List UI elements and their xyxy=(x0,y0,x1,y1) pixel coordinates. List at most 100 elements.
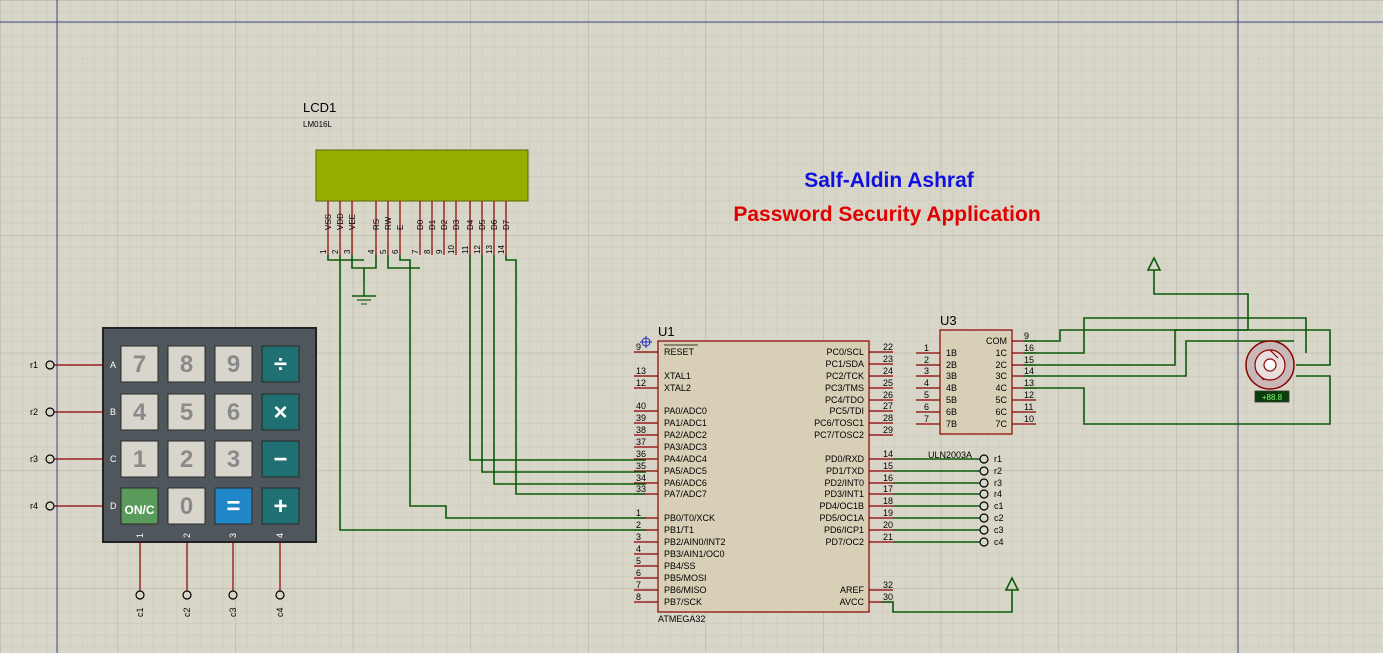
keypad-key[interactable]: × xyxy=(261,393,300,431)
lcd-pin-number: 9 xyxy=(435,249,444,254)
keypad-key[interactable]: − xyxy=(261,440,300,478)
driver-pin-number: 13 xyxy=(1024,378,1034,388)
mcu-pin-number: 17 xyxy=(883,484,893,494)
keypad-key[interactable]: + xyxy=(261,487,300,525)
lcd-pin-number: 7 xyxy=(411,249,420,254)
mcu-pin-name: PB0/T0/XCK xyxy=(664,513,715,523)
key-face xyxy=(214,440,253,478)
mcu-pin-name: PA5/ADC5 xyxy=(664,466,707,476)
driver-pin-number: 16 xyxy=(1024,343,1034,353)
lcd-pin-name: RS xyxy=(372,219,381,230)
terminal-label: r3 xyxy=(30,454,38,464)
keypad-key[interactable]: ON/C xyxy=(120,487,159,525)
terminal-label: r1 xyxy=(30,360,38,370)
terminal-circle xyxy=(182,590,192,600)
key-label: 3 xyxy=(227,446,240,473)
key-face xyxy=(261,440,300,478)
terminal-label: c2 xyxy=(994,513,1004,523)
lcd-ref: LCD1 xyxy=(303,100,336,115)
mcu-pin-name: PD2/INT0 xyxy=(824,478,864,488)
keypad-key[interactable]: 6 xyxy=(214,393,253,431)
mcu-pin-name: PA7/ADC7 xyxy=(664,489,707,499)
driver-pin-number: 14 xyxy=(1024,366,1034,376)
power-arrow-avcc xyxy=(1004,576,1020,591)
keypad-key[interactable]: 8 xyxy=(167,345,206,383)
mcu-pin-name: PB5/MOSI xyxy=(664,573,707,583)
terminal-label: r3 xyxy=(994,478,1002,488)
mcu-right-pins: 22PC0/SCL23PC1/SDA24PC2/TCK25PC3/TMS26PC… xyxy=(814,342,893,607)
lcd-pin-name: RW xyxy=(384,216,393,230)
mcu-pin-name: AVCC xyxy=(840,597,865,607)
mcu-pin-number: 3 xyxy=(636,532,641,542)
driver-pin-number: 6 xyxy=(924,402,929,412)
lcd-pin-name: VSS xyxy=(324,214,333,230)
keypad-key[interactable]: 9 xyxy=(214,345,253,383)
key-label: 1 xyxy=(133,446,146,473)
key-label: 6 xyxy=(227,399,240,426)
terminal-circle xyxy=(228,590,238,600)
key-face xyxy=(214,345,253,383)
terminal-circle xyxy=(275,590,285,600)
key-label: 4 xyxy=(133,399,147,426)
wire-3c xyxy=(1024,340,1294,377)
key-label: ÷ xyxy=(274,351,287,378)
lcd-pin-name: D0 xyxy=(416,219,425,230)
driver-pin-name: 6C xyxy=(995,407,1007,417)
lcd-pin-number: 11 xyxy=(461,245,470,254)
lcd-pin-number: 6 xyxy=(391,249,400,254)
lcd-pin-number: 10 xyxy=(447,245,456,254)
terminal-circle xyxy=(45,501,55,511)
mcu-pin-number: 13 xyxy=(636,366,646,376)
key-face xyxy=(214,487,253,525)
terminal-label: r1 xyxy=(994,454,1002,464)
lcd-part: LM016L xyxy=(303,120,332,129)
key-face xyxy=(167,393,206,431)
terminal-circle xyxy=(45,407,55,417)
driver-pin-number: 4 xyxy=(924,378,929,388)
mcu-pin-number: 28 xyxy=(883,413,893,423)
motor-readout: +88.8 xyxy=(1262,393,1283,402)
lcd-pins: VSS1VDD2VEE3RS4RW5E6D07D18D29D310D411D51… xyxy=(319,201,511,255)
mcu-pin-name: XTAL1 xyxy=(664,371,691,381)
driver-pin-name: 4B xyxy=(946,383,957,393)
key-face xyxy=(120,440,159,478)
wire-d7 xyxy=(505,255,646,495)
keypad-key[interactable]: 2 xyxy=(167,440,206,478)
keypad-key[interactable]: = xyxy=(214,487,253,525)
driver-pin-name: 7B xyxy=(946,419,957,429)
stepper-motor[interactable]: +88.8 xyxy=(1245,340,1295,403)
driver-pin-number: 11 xyxy=(1024,402,1033,412)
lcd-pin-number: 3 xyxy=(343,249,352,254)
terminal-label: r4 xyxy=(994,489,1002,499)
keypad-key[interactable]: 0 xyxy=(167,487,206,525)
mcu-pin-number: 1 xyxy=(636,508,641,518)
keypad-key[interactable]: 3 xyxy=(214,440,253,478)
key-label: ON/C xyxy=(125,503,155,517)
lcd-component[interactable]: LCD1 LM016L VSS1VDD2VEE3RS4RW5E6D07D18D2… xyxy=(303,100,529,255)
mcu-pin-name: PA1/ADC1 xyxy=(664,418,707,428)
driver-pin-name: 2C xyxy=(995,360,1007,370)
keypad-key[interactable]: 1 xyxy=(120,440,159,478)
mcu-pin-name: XTAL2 xyxy=(664,383,691,393)
mcu-pin-name: PD3/INT1 xyxy=(824,489,864,499)
keypad-key[interactable]: 7 xyxy=(120,345,159,383)
driver-pin-number: 5 xyxy=(924,390,929,400)
wire-e-pb0 xyxy=(399,255,646,519)
keypad-key[interactable]: 4 xyxy=(120,393,159,431)
mcu-pin-number: 15 xyxy=(883,461,893,471)
mcu-pin-name: PC0/SCL xyxy=(826,347,864,357)
wire-d6 xyxy=(493,255,646,485)
key-face xyxy=(261,345,300,383)
mcu-pin-name: PC2/TCK xyxy=(826,371,864,381)
lcd-pin-name: VDD xyxy=(336,213,345,230)
mcu-pin-number: 26 xyxy=(883,390,893,400)
terminal-label: c3 xyxy=(228,607,238,617)
keypad-key[interactable]: ÷ xyxy=(261,345,300,383)
mcu-pin-name: PB7/SCK xyxy=(664,597,702,607)
keypad-key[interactable]: 5 xyxy=(167,393,206,431)
